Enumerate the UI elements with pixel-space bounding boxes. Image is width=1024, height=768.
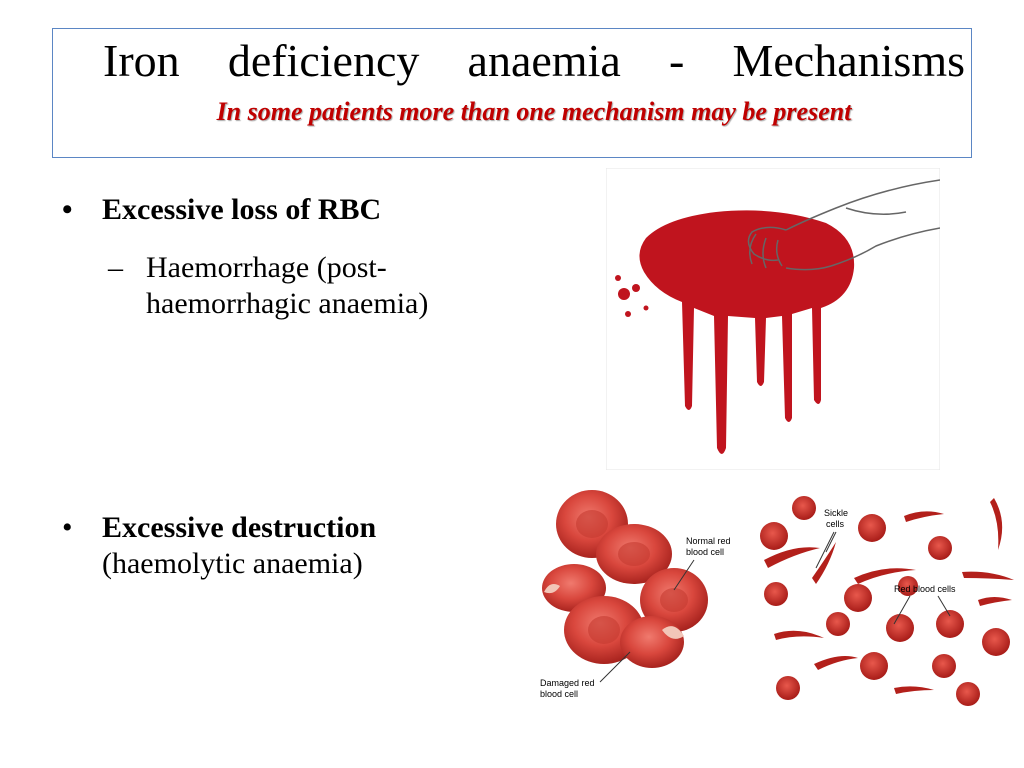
red-pointer-2 — [937, 595, 951, 617]
bullet-marker: • — [62, 511, 73, 544]
bullet-excessive-loss: • Excessive loss of RBC — [62, 192, 382, 228]
round-cells — [760, 496, 1010, 706]
bullet-label: Excessive loss of RBC — [102, 193, 382, 226]
blood-splatter-image — [606, 168, 940, 470]
rbc-cluster — [542, 490, 708, 668]
sickle-shapes — [764, 498, 1014, 694]
sub-bullet-marker: – — [108, 251, 123, 284]
slide-subtitle: In some patients more than one mechanism… — [216, 97, 852, 126]
sickle-pointer-1 — [825, 531, 837, 553]
bullet-excessive-destruction: • Excessive destruction (haemolytic anae… — [62, 510, 377, 582]
sickle-pointer-2 — [815, 531, 835, 569]
hand-drawing — [747, 179, 940, 271]
red-pointer-1 — [893, 595, 911, 625]
bullet-marker: • — [62, 193, 73, 226]
damaged-cell-pointer — [599, 651, 631, 683]
normal-cell-pointer — [673, 559, 695, 591]
slide-title: Iron deficiency anaemia - Mechanisms — [103, 35, 965, 86]
title-box: Iron deficiency anaemia - Mechanisms In … — [52, 28, 972, 158]
bullet-label: Excessive destruction — [102, 511, 377, 544]
bullet-detail: (haemolytic anaemia) — [102, 547, 363, 580]
blood-splatter — [615, 210, 855, 454]
red-cells-label: Red blood cells — [894, 584, 956, 594]
sub-bullet-text: Haemorrhage (post-haemorrhagic anaemia) — [146, 251, 429, 320]
